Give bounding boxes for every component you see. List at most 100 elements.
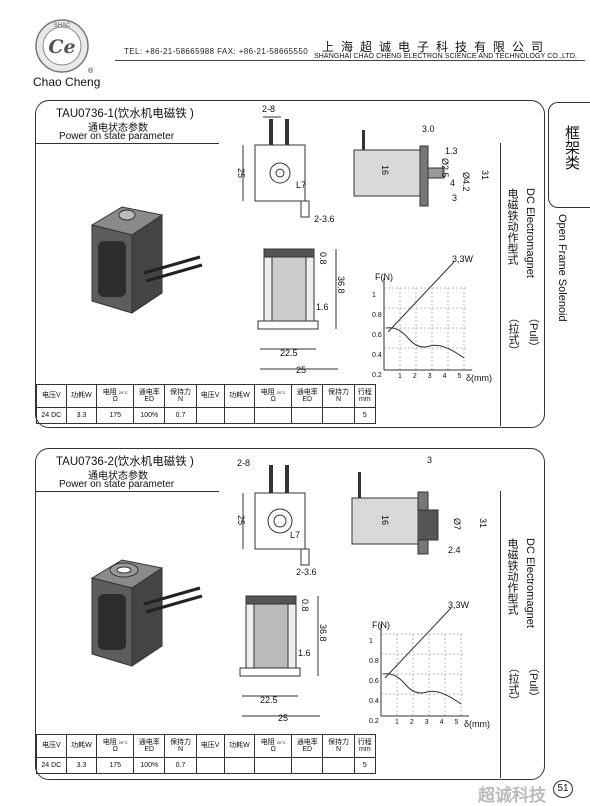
dim-2-d5: 3 xyxy=(427,455,433,465)
th-holding: 保持力 xyxy=(170,738,192,746)
dim-2-d8: Ø7 xyxy=(452,518,462,531)
dim-2-d3: L7 xyxy=(290,530,301,540)
cell xyxy=(291,757,324,774)
category-en-1: DC Electromagnet xyxy=(524,188,536,278)
th-duty: 通电率 xyxy=(138,738,160,746)
dim-1-d16: 22.5 xyxy=(280,348,298,358)
cell: 175 xyxy=(96,757,135,774)
cell xyxy=(254,757,293,774)
dim-1-d12: 3 xyxy=(452,193,458,203)
graph-2-ytick: 0.8 xyxy=(369,658,379,665)
th-temp-note: 20°C xyxy=(118,739,128,745)
th-resistance-unit: Ω xyxy=(270,396,276,403)
pull-cn-2: （拉式） xyxy=(507,662,519,706)
cell: 3.3 xyxy=(65,407,98,424)
side-view-drawing-1 xyxy=(353,130,445,207)
side-view-drawing-2 xyxy=(351,472,439,555)
dim-1-d9: Ø4.2 xyxy=(461,172,471,192)
cell xyxy=(195,407,225,424)
th-holding-unit: N xyxy=(335,396,342,403)
graph-2-xtick: 4 xyxy=(439,719,444,726)
th-duty: 通电率 xyxy=(138,388,160,396)
dim-2-d17: 25 xyxy=(278,713,289,723)
page-number: 51 xyxy=(553,780,573,798)
graph-1-xtick: 5 xyxy=(457,373,462,380)
pull-en-1: （Pull） xyxy=(527,312,539,353)
graph-2-ylabel: F(N) xyxy=(372,620,390,630)
th-holding-unit: N xyxy=(335,746,342,753)
product-subtitle-en-1: Power on state parameter xyxy=(59,131,175,142)
th-voltage: 电压V xyxy=(41,392,61,400)
dim-2-d9: 2.4 xyxy=(448,545,461,555)
cell xyxy=(322,757,355,774)
pull-en-2: （Pull） xyxy=(527,662,539,703)
dim-1-d1: 2-8 xyxy=(262,104,276,114)
cell: 3.3 xyxy=(65,757,98,774)
bottom-view-drawing-2 xyxy=(239,595,320,717)
th-voltage: 电压V xyxy=(200,742,220,750)
th-voltage: 电压V xyxy=(41,742,61,750)
panel-2-title-line xyxy=(36,491,219,492)
th-temp-note: 20°C xyxy=(118,389,128,395)
th-stroke: 行程 xyxy=(357,388,372,396)
dim-1-d13: 0.8 xyxy=(318,252,328,265)
dim-1-d2: 25 xyxy=(236,168,246,179)
th-temp-note: 20°C xyxy=(276,389,286,395)
cell xyxy=(223,407,256,424)
graph-2-ytick: 0.4 xyxy=(369,698,379,705)
front-view-drawing-2 xyxy=(242,465,310,566)
th-stroke-unit: mm xyxy=(358,746,371,753)
th-stroke: 行程 xyxy=(357,738,372,746)
graph-1-ytick: 0.6 xyxy=(372,332,382,339)
cell: 100% xyxy=(133,407,166,424)
th-power: 功耗W xyxy=(71,392,92,400)
dim-1-d8: Ø2.5 xyxy=(440,158,450,178)
header-divider xyxy=(115,60,585,61)
dim-2-d1: 2-8 xyxy=(237,458,251,468)
th-duty-unit: ED xyxy=(302,746,313,753)
company-name-en: SHANGHAI CHAO CHENG ELECTRON SCIENCE AND… xyxy=(314,53,578,60)
dim-2-d7: 16 xyxy=(380,515,390,526)
cell: 5 xyxy=(353,407,377,424)
graph-2-xtick: 3 xyxy=(424,719,429,726)
th-resistance: 电阻 xyxy=(102,388,117,396)
category-en-2: DC Electromagnet xyxy=(524,538,536,628)
th-holding: 保持力 xyxy=(328,738,349,746)
logo-ring-text: SHAC xyxy=(54,23,71,29)
graph-2-xtick: 5 xyxy=(454,719,459,726)
category-cn-1: 电磁铁动作型式 xyxy=(506,188,518,265)
th-holding-unit: N xyxy=(177,746,184,753)
th-resistance-unit: Ω xyxy=(112,396,118,403)
dim-1-d5: 3.0 xyxy=(422,124,435,134)
graph-1-curve-label: 3,3W xyxy=(452,254,474,264)
params-data-row: 24 DC 3.3 175 100% 0.7 5 xyxy=(36,407,377,424)
logo-emblem-icon: Ce SHAC xyxy=(35,19,89,73)
th-temp-note: 20°C xyxy=(276,739,286,745)
product-subtitle-cn-2: 通电状态参数 xyxy=(88,471,148,482)
graph-2-xtick: 2 xyxy=(409,719,414,726)
graph-2-yticks: 1 0.8 0.6 0.4 0.2 xyxy=(369,632,379,732)
frame-type-en: Open Frame Solenoid xyxy=(556,214,568,322)
dim-2-d11: 31 xyxy=(478,518,488,529)
solenoid-3d-illustration-2 xyxy=(90,559,203,667)
dim-2-d14: 36.8 xyxy=(318,624,328,642)
graph-1-ylabel: F(N) xyxy=(375,272,393,282)
logo-letters: Ce xyxy=(48,36,75,58)
category-tab-label: 框架类 xyxy=(563,125,580,170)
panel-1-title-line xyxy=(36,143,219,144)
graph-1-yticks: 1 0.8 0.6 0.4 0.2 xyxy=(372,286,382,386)
panel-1-title-line-end xyxy=(217,143,218,144)
cell: 0.7 xyxy=(164,757,197,774)
cell: 0.7 xyxy=(164,407,197,424)
dim-1-d6: 1.3 xyxy=(445,146,458,156)
product-title-1: TAU0736-1(饮水机电磁铁 ) xyxy=(56,108,194,120)
front-view-drawing-1 xyxy=(242,116,310,218)
force-stroke-graph-2 xyxy=(380,607,469,717)
th-resistance: 电阻 xyxy=(260,388,275,396)
dim-2-d2: 25 xyxy=(236,515,246,526)
graph-1-ytick: 1 xyxy=(372,292,376,299)
